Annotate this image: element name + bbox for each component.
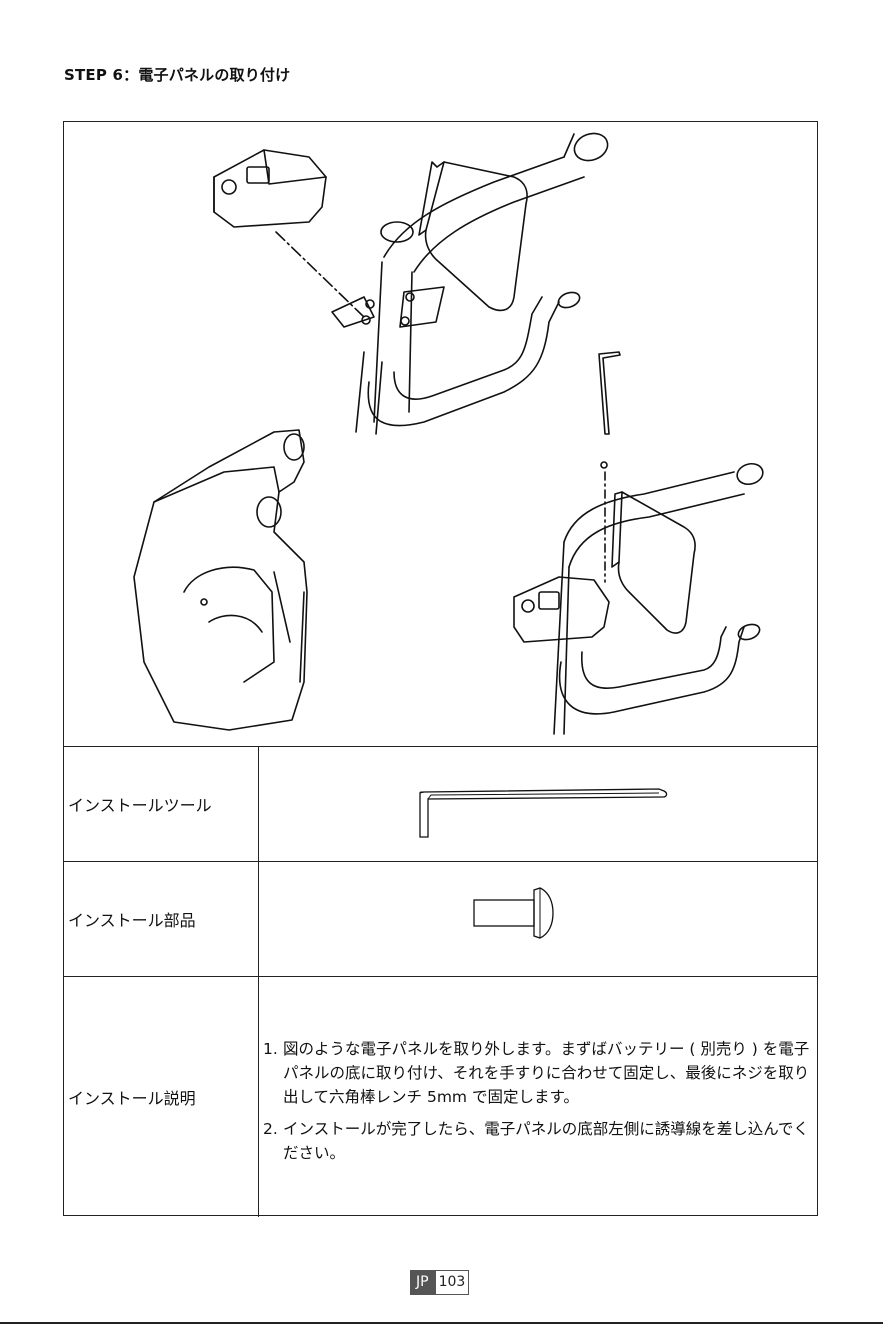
page-number: 103 (435, 1270, 470, 1295)
step-title: STEP 6：電子パネルの取り付け (64, 64, 290, 85)
language-badge: JP (410, 1270, 435, 1295)
row-install-instructions: インストール説明 1. 図のような電子パネルを取り外します。まずばバッテリー (… (64, 976, 817, 1217)
panel-closeup (134, 430, 307, 730)
page-footer: JP 103 (410, 1270, 469, 1295)
row-install-tools: インストールツール (64, 746, 817, 861)
assembled-console (514, 461, 765, 734)
install-tools-cell (259, 747, 817, 861)
hex-key-icon (259, 747, 817, 861)
row-install-parts: インストール部品 (64, 861, 817, 976)
install-parts-label: インストール部品 (64, 862, 259, 976)
step-number: 2. (263, 1117, 283, 1165)
instruction-table: インストールツール インストール部品 インストール説明 1. 図のような電子パネ… (63, 121, 818, 1216)
handlebar-assembly-top (214, 129, 611, 434)
install-instructions-label: インストール説明 (64, 977, 259, 1217)
instruction-list: 1. 図のような電子パネルを取り外します。まずばバッテリー ( 別売り ) を電… (263, 1037, 815, 1173)
step-text: 図のような電子パネルを取り外します。まずばバッテリー ( 別売り ) を電子パネ… (283, 1037, 815, 1109)
install-tools-label: インストールツール (64, 747, 259, 861)
assembly-illustration (64, 122, 817, 746)
step-text: インストールが完了したら、電子パネルの底部左側に誘導線を差し込んでください。 (283, 1117, 815, 1165)
instruction-step: 2. インストールが完了したら、電子パネルの底部左側に誘導線を差し込んでください… (263, 1117, 815, 1165)
install-parts-cell (259, 862, 817, 976)
step-number: 1. (263, 1037, 283, 1109)
allen-key-drawing (599, 352, 620, 582)
instruction-step: 1. 図のような電子パネルを取り外します。まずばバッテリー ( 別売り ) を電… (263, 1037, 815, 1109)
screw-icon (259, 862, 817, 976)
install-instructions-cell: 1. 図のような電子パネルを取り外します。まずばバッテリー ( 別売り ) を電… (259, 977, 817, 1217)
